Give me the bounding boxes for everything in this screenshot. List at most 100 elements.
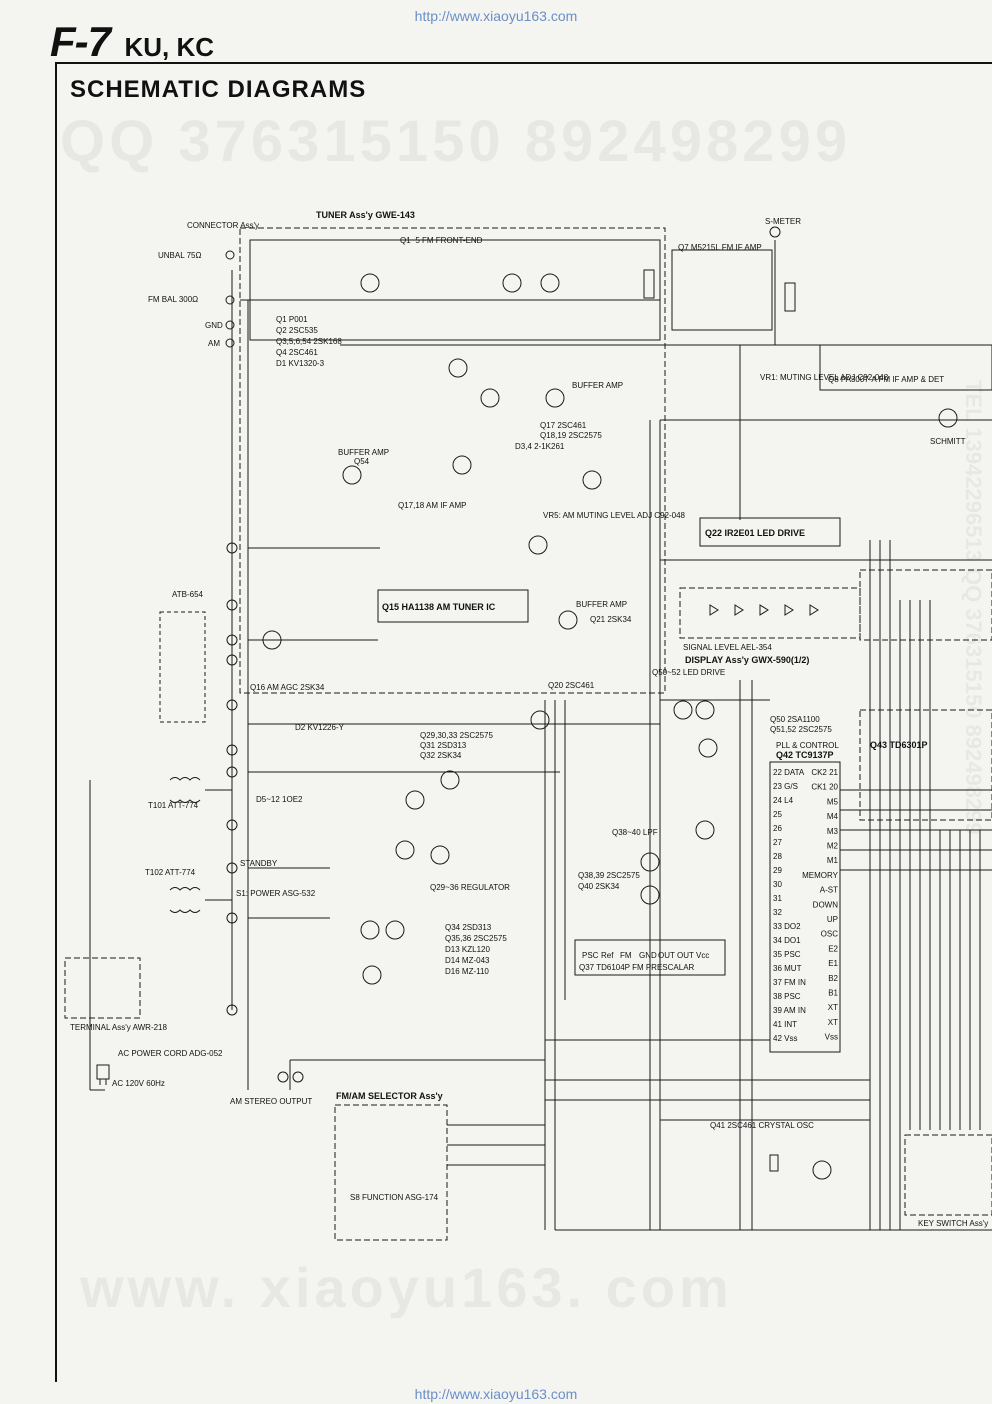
connector-assy-label: CONNECTOR Ass'y: [187, 221, 259, 230]
pll-pin-right-0: CK2 21: [811, 768, 838, 777]
crystal-x1: [769, 1154, 779, 1172]
transformer-t101: [169, 777, 201, 803]
transistor-q5: [448, 358, 468, 378]
part-q21: Q21 2SK34: [590, 615, 632, 624]
am-if-amp-label: Q17,18 AM IF AMP: [398, 501, 466, 510]
prescalar-label: Q37 TD6104P FM PRESCALAR: [579, 963, 695, 972]
fm-if-det-label: Q8 PA3007-A FM IF AMP & DET: [828, 375, 944, 384]
source-url-top[interactable]: http://www.xiaoyu163.com: [414, 8, 578, 24]
connector-pin-13: [226, 744, 238, 756]
ac-plug: [96, 1064, 110, 1085]
transistor-q16: [262, 630, 282, 650]
led-drive-ic: [699, 517, 841, 547]
transistor-q33: [430, 845, 450, 865]
connector-pin-8: [226, 654, 238, 666]
am-tuner-ic: [377, 589, 529, 623]
connector-pin-5: [226, 599, 238, 611]
prescalar-pin-6: Vcc: [696, 951, 709, 960]
fm-front-end-label: Q1~5 FM FRONT-END: [400, 236, 483, 245]
prescalar-pin-5: OUT: [677, 951, 694, 960]
terminal-board-outline: [64, 957, 141, 1019]
key-switch-label: KEY SWITCH Ass'y: [918, 1219, 988, 1228]
am-stereo-label: AM STEREO OUTPUT: [230, 1097, 312, 1106]
part-q20: Q20 2SC461: [548, 681, 595, 690]
pll-pin-right-8: A-ST: [820, 886, 838, 895]
pll-pin-left-2: 24 L4: [773, 796, 794, 805]
fm-front-end-parts-list: Q1 P001 Q2 2SC535 Q3,5,6,54 2SK168 Q4 2S…: [276, 315, 342, 368]
s-meter-label: S-METER: [765, 217, 801, 226]
am-jack: [225, 338, 235, 348]
transformer-t102: [169, 887, 201, 913]
regulator-label: Q29~36 REGULATOR: [430, 883, 510, 892]
prescalar-pin-0: PSC: [582, 951, 599, 960]
connector-pin-4: [226, 819, 238, 831]
model-code: F-7: [50, 18, 111, 65]
connector-pin-2: [226, 912, 238, 924]
am-muting-label: VR5: AM MUTING LEVEL ADJ C92-048: [543, 511, 686, 520]
part-q38: Q38,39 2SC2575: [578, 871, 640, 880]
tuner-assy-label: TUNER Ass'y GWE-143: [316, 210, 415, 220]
transistor-q18: [582, 470, 602, 490]
watermark-website: www. xiaoyu163. com: [80, 1256, 733, 1319]
terminal-assy-label: TERMINAL Ass'y AWR-218: [70, 1023, 168, 1032]
display-board-outline: [679, 587, 861, 639]
source-url-bottom[interactable]: http://www.xiaoyu163.com: [414, 1386, 578, 1402]
prescalar-pin-4: OUT: [658, 951, 675, 960]
part-q3: Q3,5,6,54 2SK168: [276, 337, 342, 346]
pll-pin-right-15: B1: [828, 989, 838, 998]
pll-pin-left-8: 30: [773, 880, 782, 889]
ac-120-label: AC 120V 60Hz: [112, 1079, 165, 1088]
transistor-schmitt: [938, 408, 958, 428]
part-reg-3: Q32 2SK34: [420, 751, 462, 760]
part-q40: Q40 2SK34: [578, 882, 620, 891]
transistor-q35: [360, 920, 380, 940]
pll-ic-label: Q42 TC9137P: [776, 750, 834, 760]
pll-pin-left-14: 36 MUT: [773, 964, 802, 973]
pll-control-label: PLL & CONTROL: [776, 741, 839, 750]
pll-pin-right-6: M1: [827, 856, 839, 865]
pll-pin-left-16: 38 PSC: [773, 992, 801, 1001]
transistor-q3: [540, 273, 560, 293]
transistor-q54: [342, 465, 362, 485]
pll-pin-left-12: 34 DO1: [773, 936, 801, 945]
fm-if-amp-box: [671, 249, 773, 331]
transistor-q29: [440, 770, 460, 790]
pll-pin-left-4: 26: [773, 824, 782, 833]
antenna-coil-box: [159, 611, 206, 723]
pll-pin-right-4: M3: [827, 827, 839, 836]
connector-pin-14: [226, 766, 238, 778]
pll-pin-left-10: 32: [773, 908, 782, 917]
transistor-q34: [385, 920, 405, 940]
connector-pin-3: [226, 862, 238, 874]
pll-pin-left-0: 22 DATA: [773, 768, 805, 777]
ceramic-filter-f2: [784, 282, 796, 312]
pll-pin-left-7: 29: [773, 866, 782, 875]
prescalar-pin-2: FM: [620, 951, 632, 960]
t101-label: T101 ATT-774: [148, 801, 199, 810]
selector-assy-label: FM/AM SELECTOR Ass'y: [336, 1091, 443, 1101]
q43-label: Q43 TD6301P: [870, 740, 928, 750]
standby-label: STANDBY: [240, 859, 278, 868]
fm-front-end-box: [249, 239, 661, 341]
muting-level-label: VR1: MUTING LEVEL ADJ C92-048: [760, 373, 889, 382]
transistor-q17: [452, 455, 472, 475]
ac-cord-label: AC POWER CORD ADG-052: [118, 1049, 223, 1058]
q43-block: [859, 709, 992, 821]
part-d2: D2 KV1226-Y: [295, 723, 345, 732]
transistor-q39: [640, 885, 660, 905]
transistor-q41: [812, 1160, 832, 1180]
part-q2: Q2 2SC535: [276, 326, 318, 335]
transistor-q32: [395, 840, 415, 860]
lpf-label: Q38~40 LPF: [612, 828, 658, 837]
transistor-q1: [360, 273, 380, 293]
transistor-q19: [528, 535, 548, 555]
pll-pin-left-15: 37 FM IN: [773, 978, 806, 987]
part-d16: D16 MZ-110: [445, 967, 489, 976]
part-q4: Q4 2SC461: [276, 348, 318, 357]
fm-if-amp-label: Q7 M5215L FM IF AMP: [678, 243, 762, 252]
gnd-jack: [225, 320, 235, 330]
pll-pin-left-6: 28: [773, 852, 782, 861]
part-d34: D3,4 2-1K261: [515, 442, 565, 451]
